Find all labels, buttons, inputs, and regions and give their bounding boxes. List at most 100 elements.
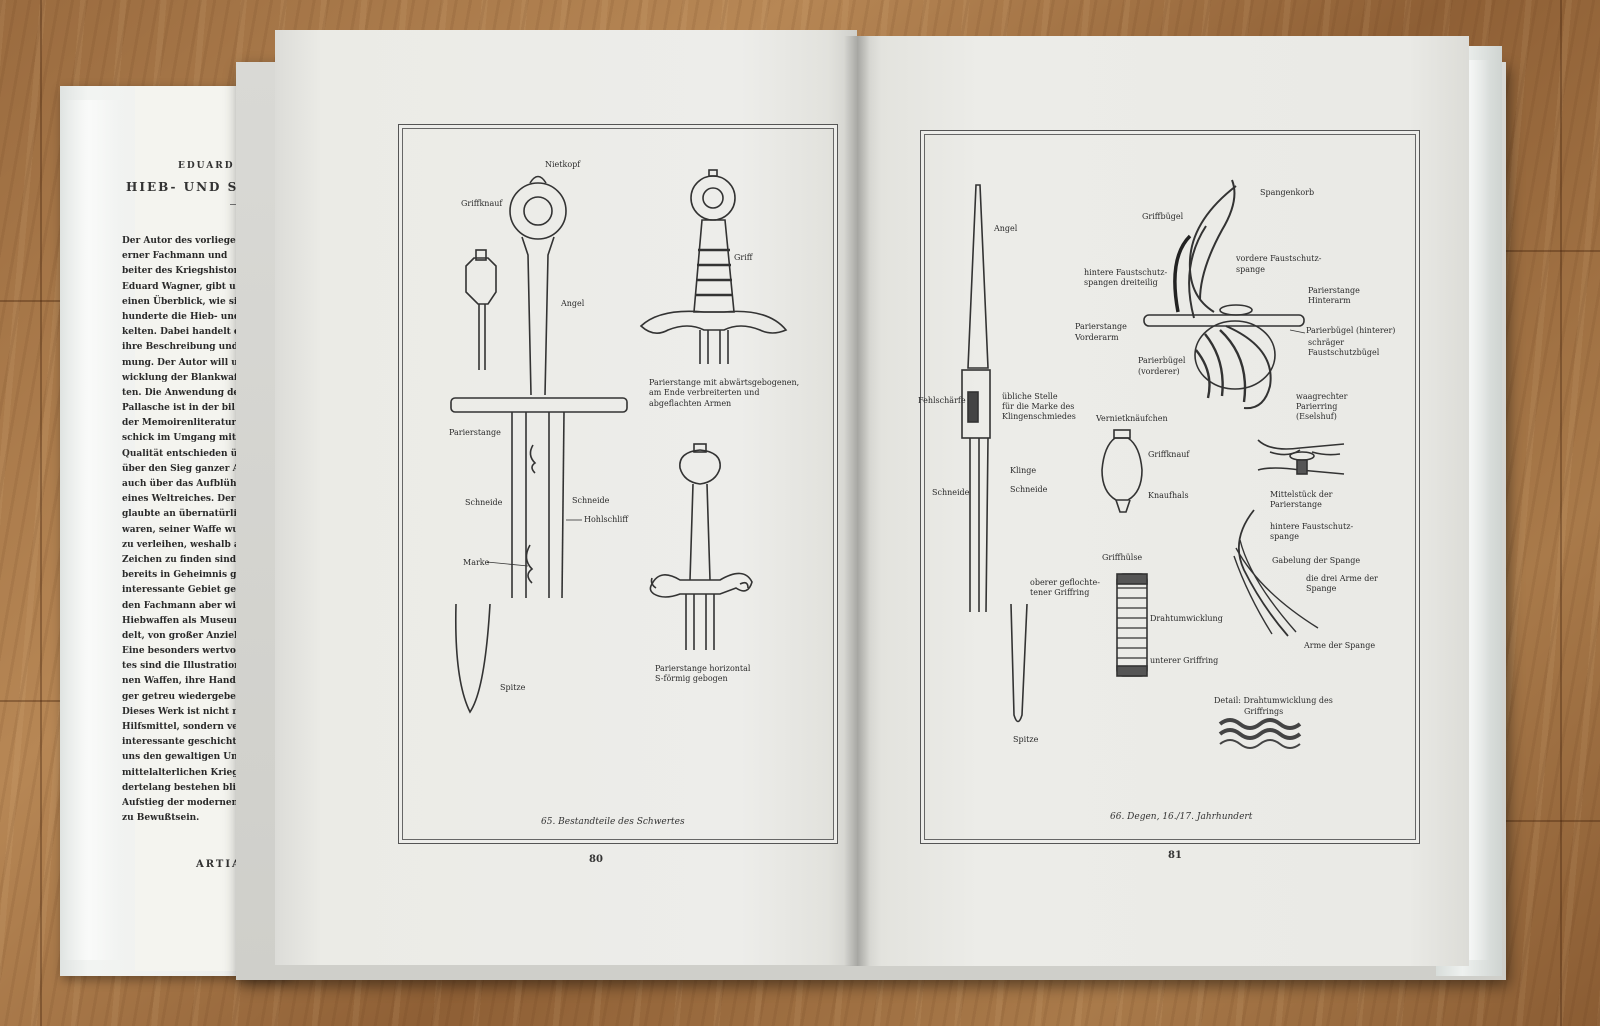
jacket-gloss [60, 100, 120, 960]
label-schneide-r-r: Schneide [1010, 485, 1048, 494]
jacket-blurb-line: nen Waffen, ihre Handhab [122, 676, 240, 687]
jacket-blurb-line: Der Autor des vorliegend [122, 236, 240, 246]
label-waagrechter-1: waagrechter [1296, 392, 1348, 401]
page-number-left: 80 [589, 854, 603, 865]
caption-right: 66. Degen, 16./17. Jahrhundert [1110, 812, 1253, 822]
label-drei-arme-1: die drei Arme der [1306, 574, 1378, 583]
jacket-blurb-line: Aufstieg der modernen Krieg [122, 797, 240, 808]
floor-seam [1500, 820, 1600, 822]
jacket-blurb-line: über den Sieg ganzer Ar [122, 463, 240, 474]
label-griff: Griff [734, 253, 753, 262]
jacket-blurb-line: Zeichen zu finden sind, der [122, 554, 240, 565]
label-griffbuegel: Griffbügel [1142, 212, 1184, 221]
jacket-blurb-line: ihre Beschreibung und [122, 342, 239, 353]
label-parier-vorder-2: Vorderarm [1075, 333, 1119, 342]
jacket-blurb-line: Pallasche ist in der bil [122, 403, 235, 414]
jacket-blurb-line: interessante Gebiet geht [122, 585, 240, 596]
label-schneide-right: Schneide [572, 496, 610, 505]
jacket-blurb-line: bereits in Geheimnis gehüllt [122, 570, 240, 581]
jacket-author: EDUARD [178, 161, 235, 171]
label-spitze-r: Spitze [1013, 735, 1039, 744]
label-parierbuegel-vord-1: Parierbügel [1138, 356, 1186, 365]
label-hintere-faust-drei-2: spangen dreiteilig [1084, 278, 1158, 287]
label-schneide-l-r: Schneide [932, 488, 970, 497]
label-waagrechter-2: Parierring [1296, 402, 1338, 411]
jacket-blurb-line: Eduard Wagner, gibt u [122, 281, 236, 292]
label-klinge: Klinge [1010, 466, 1037, 475]
label-griffhuelse: Griffhülse [1102, 553, 1143, 562]
label-parier-hinter-2: Hinterarm [1308, 296, 1351, 305]
jacket-blurb-line: kelten. Dabei handelt e [122, 327, 240, 338]
jacket-blurb-line: ger getreu wiedergeben. [122, 691, 240, 702]
jacket-blurb-line: eines Weltreiches. Der mit [122, 494, 240, 505]
label-knaufhals: Knaufhals [1148, 491, 1189, 500]
jacket-blurb-line: der Memoirenliteratur re [122, 418, 240, 429]
label-hohlschliff: Hohlschliff [584, 515, 629, 524]
label-parier-hinter-1: Parierstange [1308, 286, 1360, 295]
label-parierbuegel-vord-2: (vorderer) [1138, 367, 1180, 376]
label-note-2a: Parierstange horizontal [655, 664, 751, 673]
label-mittelstueck-1: Mittelstück der [1270, 490, 1333, 499]
gutter-shadow [844, 36, 870, 966]
jacket-blurb-line: interessante geschichtliche [122, 737, 240, 748]
page-number-right: 81 [1168, 850, 1182, 861]
label-stelle-3: Klingenschmiedes [1002, 412, 1076, 421]
label-schneide-left: Schneide [465, 498, 503, 507]
label-arme: Arme der Spange [1304, 641, 1376, 650]
jacket-blurb-line: dertelang bestehen blieb, [122, 782, 240, 793]
label-gabelung: Gabelung der Spange [1272, 556, 1361, 565]
label-griffring-oben-1: oberer geflochte- [1030, 578, 1100, 587]
label-note-1b: abgeflachten Armen [649, 399, 732, 408]
floor-seam [1560, 0, 1562, 1026]
label-vernietknaeufchen: Vernietknäufchen [1096, 414, 1168, 423]
floor-seam [1500, 250, 1600, 252]
jacket-blurb-line: hunderte die Hieb- und [122, 311, 240, 322]
label-nietkopf: Nietkopf [545, 160, 581, 169]
label-hintere-faust-2: spange [1270, 532, 1300, 541]
label-griffring-oben-2: tener Griffring [1030, 588, 1090, 597]
jacket-blurb-line: beiter des Kriegshistorisc [122, 266, 240, 277]
jacket-blurb-line: Dieses Werk ist nicht nu [122, 706, 240, 717]
label-note-1a: Parierstange mit abwärtsgebogenen, am En… [649, 378, 800, 397]
jacket-blurb-line: ten. Die Anwendung der [122, 387, 240, 398]
jacket-blurb-line: Hiebwaffen als Museumg [122, 615, 240, 626]
label-mittelstueck-2: Parierstange [1270, 500, 1322, 509]
label-stelle-1: übliche Stelle [1002, 392, 1058, 401]
label-drei-arme-2: Spange [1306, 584, 1337, 593]
label-hintere-faust-1: hintere Faustschutz- [1270, 522, 1354, 531]
left-page [275, 30, 857, 965]
label-fehlschaerfe: Fehlschärfe [918, 396, 966, 405]
jacket-blurb-line: waren, seiner Waffe wun [122, 524, 240, 535]
label-stelle-2: für die Marke des [1002, 402, 1075, 411]
jacket-blurb-line: glaubte an übernatürliche [122, 509, 240, 520]
label-note-2b: S-förmig gebogen [655, 674, 728, 683]
jacket-blurb-line: uns den gewaltigen Unters [122, 752, 240, 763]
jacket-blurb-line: auch über das Aufblühen [122, 479, 240, 489]
label-waagrechter-3: (Eselshuf) [1296, 412, 1337, 421]
label-schraeger-2: Faustschutzbügel [1308, 348, 1380, 357]
label-parierstange: Parierstange [449, 428, 501, 437]
floor-seam [40, 0, 42, 1026]
label-spangenkorb: Spangenkorb [1260, 188, 1315, 197]
jacket-blurb-line: erner Fachmann und [122, 251, 228, 262]
jacket-title: HIEB- UND ST [126, 180, 250, 194]
label-parierbuegel-hinterer: Parierbügel (hinterer) [1306, 326, 1396, 335]
label-parier-vorder-1: Parierstange [1075, 322, 1127, 331]
jacket-blurb-line: zu verleihen, weshalb auf [122, 539, 240, 550]
jacket-blurb-line: zu Bewußtsein. [122, 813, 200, 824]
label-griffknauf-r: Griffknauf [1148, 450, 1190, 459]
jacket-blurb-line: delt, von großer Anziehung [122, 630, 240, 641]
caption-left: 65. Bestandteile des Schwertes [541, 817, 685, 827]
label-spitze: Spitze [500, 683, 526, 692]
jacket-blurb-line: wicklung der Blankwaffe [122, 372, 240, 383]
label-vordere-faust-1: vordere Faustschutz- [1236, 254, 1322, 263]
jacket-blurb-line: mung. Der Autor will un [122, 357, 240, 368]
label-vordere-faust-2: spange [1236, 265, 1266, 274]
right-page [857, 36, 1469, 966]
label-drahtumwicklung: Drahtumwicklung [1150, 614, 1223, 623]
jacket-blurb-line: mittelalterlichen Kriegführ [122, 767, 240, 778]
jacket-blurb-line: Eine besonders wertvolle E [122, 646, 240, 657]
label-griffknauf: Griffknauf [461, 199, 503, 208]
jacket-blurb: Der Autor des vorliegend erner Fachmann u… [122, 234, 240, 826]
